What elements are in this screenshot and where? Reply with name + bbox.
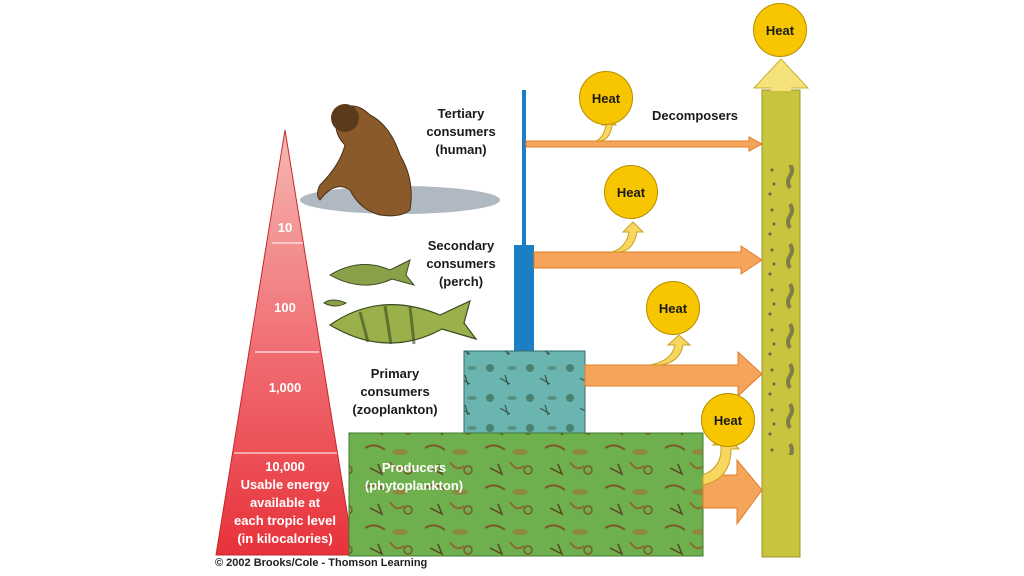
decomposers-label: Decomposers [652,108,738,123]
human-figure [300,104,500,217]
producers-line-1: Producers [381,460,447,475]
perch-fish [323,259,478,345]
energy-pyramid [215,129,355,556]
decomposer-column [752,58,810,558]
secondary-line-1: Secondary [427,238,495,253]
primary-line-2: consumers [360,384,430,399]
pyramid-level-tertiary-value: 10 [277,220,293,235]
primary-to-decomposer-arrow [584,350,763,398]
heat-circle-decomposers: Heat [753,3,807,57]
secondary-line-2: consumers [426,256,496,271]
phytoplankton-image [348,432,704,557]
producers-line-2: (phytoplankton) [364,478,464,493]
heat-circle-secondary: Heat [604,165,658,219]
zooplankton-image [463,350,586,434]
pyramid-caption-line-4: (in kilocalories) [237,531,333,546]
flow-arrows [525,136,764,526]
pyramid-level-secondary-value: 100 [274,300,296,315]
heat-circle-primary: Heat [646,281,700,335]
tertiary-line-1: Tertiary [437,106,485,121]
tertiary-to-decomposer-arrow [525,136,764,152]
primary-line-1: Primary [370,366,420,381]
primary-heat-arrow [649,334,692,366]
pyramid-caption-line-1: Usable energy [240,477,330,492]
secondary-energy-bar [514,245,534,353]
secondary-consumers-label: Secondary consumers (perch) [416,237,506,291]
primary-consumers-label: Primary consumers (zooplankton) [340,365,450,419]
secondary-heat-arrow [611,221,645,253]
producers-label: Producers (phytoplankton) [355,459,473,495]
pyramid-caption-line-3: each tropic level [234,513,336,528]
tertiary-line-3: (human) [435,142,487,157]
primary-line-3: (zooplankton) [352,402,438,417]
pyramid-level-primary-value: 1,000 [268,380,302,395]
copyright-notice: © 2002 Brooks/Cole - Thomson Learning [215,557,428,569]
tertiary-energy-bar [522,90,526,245]
pyramid-caption-line-2: available at [249,495,321,510]
tertiary-line-2: consumers [426,124,496,139]
heat-circle-producers: Heat [701,393,755,447]
producer-energy-value: 10,000 [265,459,305,474]
pyramid-level-producer-value: 10,000 Usable energy available at each t… [225,458,345,548]
tertiary-consumers-label: Tertiary consumers (human) [416,105,506,159]
secondary-to-decomposer-arrow [533,245,763,275]
heat-circle-tertiary: Heat [579,71,633,125]
secondary-line-3: (perch) [438,274,484,289]
